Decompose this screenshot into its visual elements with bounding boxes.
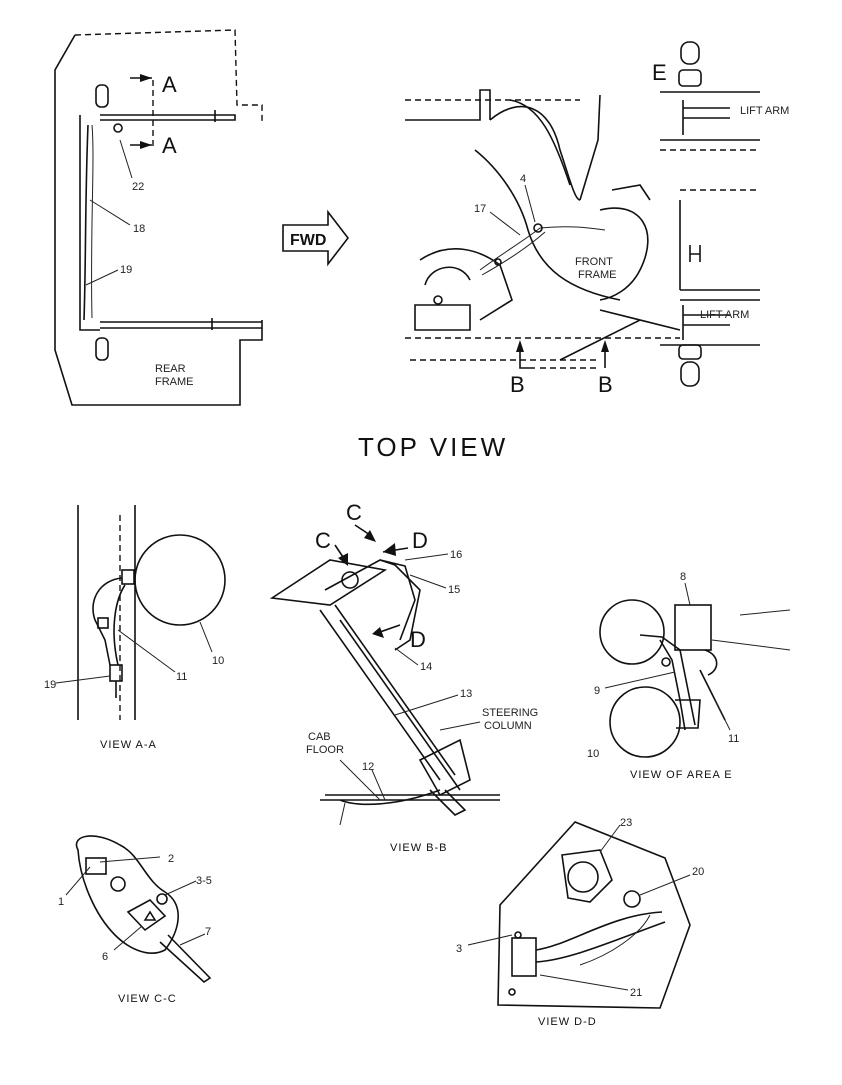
view-dd-callout-21: 21 (630, 987, 642, 999)
view-cc-callout-1: 1 (58, 896, 64, 908)
callout-22: 22 (132, 181, 144, 193)
rear-frame-view (54, 29, 263, 406)
view-cc-callout-2: 2 (168, 853, 174, 865)
view-bb-callout-15: 15 (448, 584, 460, 596)
area-e-label: E (652, 60, 667, 85)
view-cc-callout-7: 7 (205, 926, 211, 938)
view-bb-callout-14: 14 (420, 661, 432, 673)
callout-18: 18 (133, 223, 145, 235)
view-e-callout-11: 11 (728, 733, 739, 745)
view-dd-callout-23: 23 (620, 817, 632, 829)
steering-column-label-line2: COLUMN (484, 720, 532, 732)
section-b-label-right: B (598, 372, 613, 397)
fwd-arrow (282, 209, 350, 267)
section-d-label-top: D (412, 528, 428, 553)
view-bb-caption: VIEW B-B (390, 842, 448, 854)
cab-floor-label-line2: FLOOR (306, 744, 344, 756)
rear-frame-label-line2: FRAME (155, 376, 194, 388)
section-c-label-bottom: C (315, 528, 331, 553)
view-cc-callout-6: 6 (102, 951, 108, 963)
callout-17: 17 (474, 203, 486, 215)
cab-floor-label-line1: CAB (308, 731, 331, 743)
view-aa-callout-10: 10 (212, 655, 224, 667)
lift-arm-label-top: LIFT ARM (740, 105, 789, 117)
view-dd-caption: VIEW D-D (538, 1016, 597, 1028)
callout-19: 19 (120, 264, 132, 276)
front-frame-label-line1: FRONT (575, 256, 613, 268)
view-e-drawing (599, 582, 791, 758)
view-e-callout-9: 9 (594, 685, 600, 697)
rear-frame-label-line1: REAR (155, 363, 186, 375)
section-c-label-top: C (346, 500, 362, 525)
view-dd-callout-20: 20 (692, 866, 704, 878)
lift-arm-label-bottom: LIFT ARM (700, 309, 749, 321)
view-dd-drawing (467, 821, 691, 1009)
section-b-label-left: B (510, 372, 525, 397)
front-frame-label-line2: FRAME (578, 269, 617, 281)
view-aa-callout-11: 11 (176, 671, 187, 683)
view-cc-callout-3-5: 3-5 (196, 875, 212, 887)
view-cc-drawing (65, 835, 212, 984)
view-e-callout-8: 8 (680, 571, 686, 583)
section-d-label-bottom: D (410, 627, 426, 652)
view-bb-drawing (269, 524, 500, 826)
view-dd-callout-3: 3 (456, 943, 462, 955)
fwd-label: FWD (290, 232, 326, 249)
callout-4: 4 (520, 173, 526, 185)
view-e-callout-10: 10 (587, 748, 599, 760)
view-bb-callout-12: 12 (362, 761, 374, 773)
view-e-caption: VIEW OF AREA E (630, 769, 733, 781)
section-a-label-top: A (162, 72, 177, 97)
view-bb-callout-16: 16 (450, 549, 462, 561)
view-aa-caption: VIEW A-A (100, 739, 157, 751)
section-a-label-bottom: A (162, 133, 177, 158)
view-cc-caption: VIEW C-C (118, 993, 177, 1005)
view-aa-callout-19: 19 (44, 679, 56, 691)
steering-column-label-line1: STEERING (482, 707, 538, 719)
front-frame-view (405, 41, 760, 387)
view-aa-drawing (55, 505, 226, 720)
view-bb-callout-13: 13 (460, 688, 472, 700)
top-view-title: TOP VIEW (358, 432, 508, 462)
